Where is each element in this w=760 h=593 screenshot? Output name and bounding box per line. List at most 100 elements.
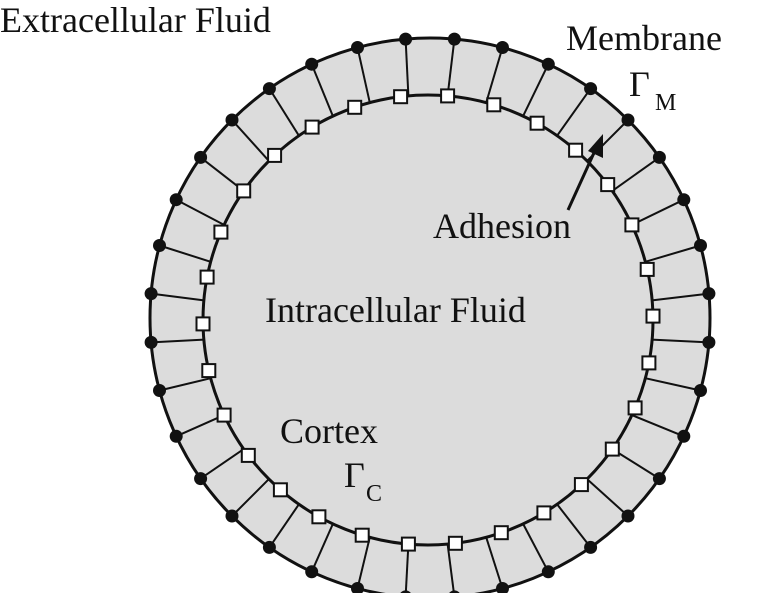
cortex-node: [216, 407, 232, 423]
membrane-label: Membrane: [566, 18, 722, 58]
cortex-nodes: [195, 88, 661, 552]
membrane-node: [652, 472, 666, 486]
membrane-symbol: Γ M: [629, 64, 676, 116]
cortex-node: [199, 269, 215, 285]
membrane-node: [541, 565, 555, 579]
membrane-nodes: [144, 32, 716, 593]
adhesion-link: [446, 38, 456, 97]
cortex-node: [641, 355, 657, 371]
cortex-node: [440, 88, 456, 104]
adhesion-link: [231, 478, 270, 517]
cortex-node: [639, 261, 655, 277]
membrane-node: [305, 565, 319, 579]
adhesion-link: [159, 377, 211, 392]
adhesion-link: [556, 503, 592, 549]
cortex-node: [536, 505, 552, 521]
cortex-node: [354, 527, 370, 543]
cortex-node: [400, 536, 416, 552]
cortex-node: [213, 224, 229, 240]
membrane-node: [496, 582, 509, 593]
adhesion-link: [200, 448, 245, 480]
membrane-node: [144, 335, 158, 349]
membrane-gamma: Γ: [629, 64, 650, 104]
cortex-node: [486, 97, 502, 113]
membrane-node: [447, 32, 461, 46]
cortex-subscript: C: [366, 481, 382, 507]
membrane-node: [652, 150, 666, 164]
adhesion-link: [175, 198, 225, 226]
adhesion-arrowhead: [588, 134, 603, 158]
cortex-node: [267, 147, 283, 163]
adhesion-link: [310, 523, 334, 573]
cortex-label: Cortex: [280, 411, 378, 451]
adhesion-link: [611, 156, 660, 192]
cortex-node: [347, 99, 363, 115]
membrane-node: [169, 193, 183, 207]
cortex-node: [568, 142, 584, 158]
cortex-node: [604, 441, 620, 457]
membrane-node: [194, 150, 208, 164]
membrane-node: [153, 384, 166, 397]
membrane-node: [351, 582, 364, 593]
membrane-node: [702, 335, 716, 349]
cortex-node: [627, 400, 643, 416]
adhesion-arrow-shaft: [566, 143, 600, 211]
adhesion-link: [556, 88, 592, 137]
cell-rings: [148, 36, 712, 593]
adhesion-link: [446, 543, 455, 593]
membrane-node: [694, 239, 707, 252]
cortex-node: [624, 217, 640, 233]
cortex-node: [573, 477, 589, 493]
cortex-node: [493, 525, 509, 541]
cortex-node: [195, 316, 211, 332]
membrane-node: [400, 590, 411, 593]
membrane-node: [144, 287, 158, 301]
adhesion-link: [268, 503, 300, 548]
membrane-node: [496, 41, 509, 54]
adhesion-link: [310, 63, 334, 117]
membrane-node: [305, 57, 319, 71]
membrane-node: [262, 540, 276, 554]
membrane-node: [153, 239, 166, 252]
intracellular-fluid-label: Intracellular Fluid: [265, 290, 526, 330]
adhesion-link: [522, 523, 550, 573]
membrane-node: [225, 509, 239, 523]
cortex-node: [304, 119, 320, 135]
adhesion-link: [651, 292, 710, 302]
adhesion-link: [485, 536, 504, 589]
adhesion-link: [150, 292, 205, 302]
membrane-node: [449, 590, 460, 593]
membrane-node: [399, 32, 413, 46]
membrane-node: [541, 57, 555, 71]
cortex-node: [393, 89, 409, 105]
membrane-node: [262, 82, 276, 96]
membrane-node: [694, 384, 707, 397]
cortex-node: [645, 308, 661, 324]
adhesion-label: Adhesion: [433, 206, 571, 246]
membrane-node: [702, 287, 716, 301]
adhesion-link: [404, 39, 410, 96]
cortex-node: [447, 535, 463, 551]
cortex-symbol: Γ C: [344, 455, 382, 507]
adhesion-links: [150, 38, 710, 593]
adhesion-link: [175, 414, 225, 438]
adhesion-link: [652, 338, 709, 344]
adhesion-link: [151, 338, 204, 344]
adhesion-link: [404, 544, 410, 593]
adhesion-link: [645, 244, 701, 263]
cortex-gamma: Γ: [344, 455, 365, 495]
membrane-node: [351, 41, 364, 54]
adhesion-pointer: [566, 134, 603, 211]
cortex-node: [600, 177, 616, 193]
adhesion-link: [356, 47, 371, 103]
adhesion-link: [586, 478, 629, 517]
adhesion-link: [485, 47, 504, 103]
cortex-node: [529, 115, 545, 131]
adhesion-link: [631, 414, 685, 438]
membrane-node: [584, 82, 598, 96]
adhesion-link: [611, 448, 660, 480]
adhesion-link: [356, 537, 371, 589]
membrane-node: [677, 429, 691, 443]
cortex-node: [311, 509, 327, 525]
